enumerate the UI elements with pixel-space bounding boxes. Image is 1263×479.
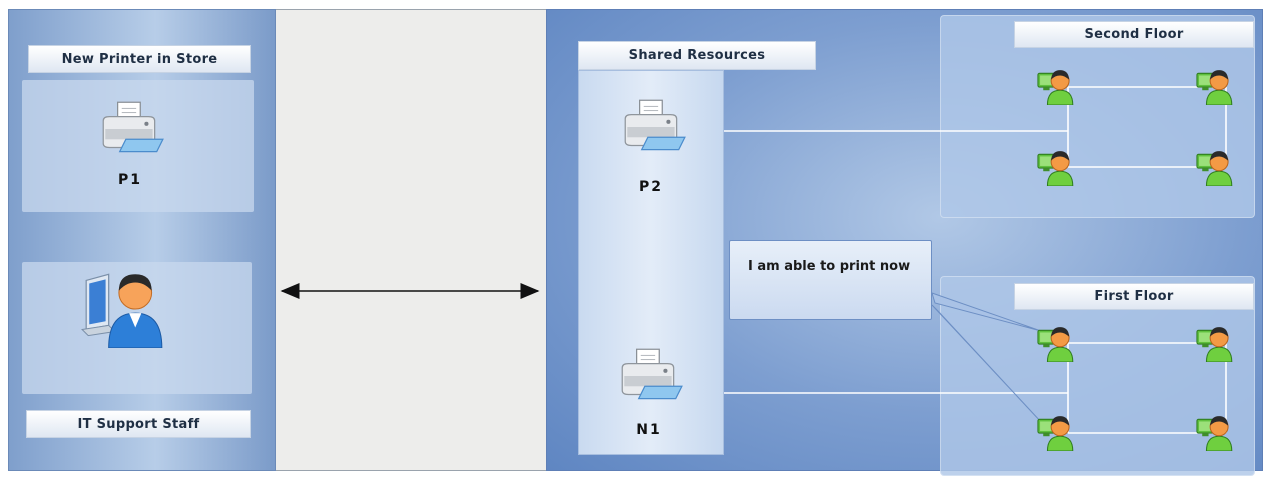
it-support-staff-label: IT Support Staff [26,410,251,438]
first-floor-label: First Floor [1014,283,1254,310]
printer-p2-label: P2 [638,179,663,195]
support-staff-icon[interactable] [78,266,170,348]
user-workstation-icon[interactable] [1195,148,1239,186]
user-workstation-icon[interactable] [1195,324,1239,362]
callout-bubble: I am able to print now [729,240,932,320]
left-panel [8,9,276,471]
middle-panel [276,9,546,471]
user-workstation-icon[interactable] [1195,413,1239,451]
printer-icon[interactable] [95,98,167,160]
bidirectional-arrow [280,283,540,299]
printer-icon[interactable] [614,345,686,407]
new-printer-label: New Printer in Store [28,45,251,73]
callout-text: I am able to print now [748,259,911,274]
second-floor-box [940,15,1255,218]
user-workstation-icon[interactable] [1195,67,1239,105]
printer-p1-label: P1 [117,172,142,188]
second-floor-label: Second Floor [1014,21,1254,48]
printer-icon[interactable] [617,96,689,158]
user-workstation-icon[interactable] [1036,413,1080,451]
shared-resources-label: Shared Resources [578,41,816,70]
user-workstation-icon[interactable] [1036,67,1080,105]
user-workstation-icon[interactable] [1036,148,1080,186]
printer-n1-label: N1 [636,422,662,438]
user-workstation-icon[interactable] [1036,324,1080,362]
